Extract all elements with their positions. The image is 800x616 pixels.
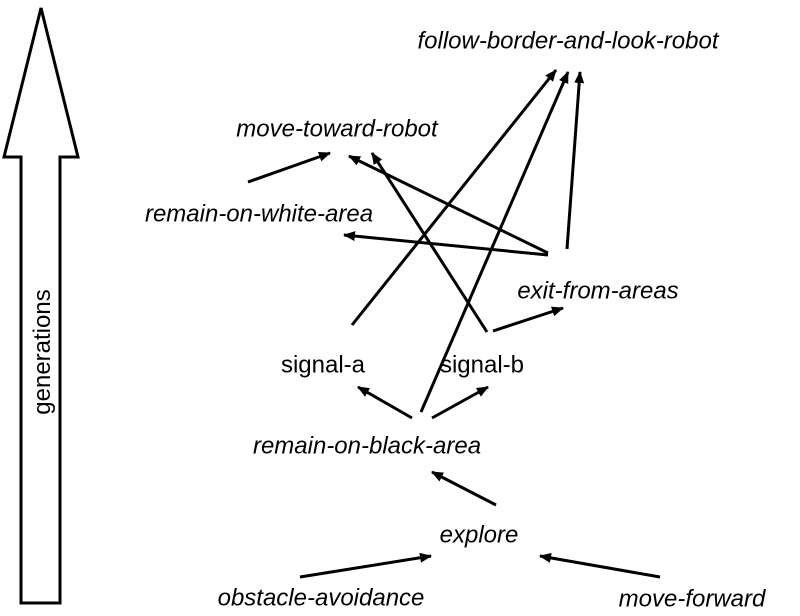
edge-efa-to-fbl bbox=[565, 71, 585, 250]
node-exp: explore bbox=[440, 521, 519, 548]
edge-rwa-to-mtr bbox=[247, 151, 331, 184]
node-mf: move-forward bbox=[619, 585, 766, 612]
edge-sb-to-efa bbox=[492, 306, 564, 333]
node-sa: signal-a bbox=[281, 351, 366, 378]
node-fbl: follow-border-and-look-robot bbox=[417, 27, 719, 54]
node-oa: obstacle-avoidance bbox=[218, 584, 425, 611]
nodes-layer: follow-border-and-look-robot move-toward-… bbox=[145, 27, 766, 612]
node-rwa: remain-on-white-area bbox=[145, 200, 373, 227]
edge-mf-to-exp bbox=[539, 552, 661, 579]
edge-rba-to-sb bbox=[431, 385, 489, 420]
edge-rba-to-fbl bbox=[419, 71, 570, 413]
edge-efa-to-rwa bbox=[343, 231, 549, 257]
node-sb: signal-b bbox=[440, 351, 524, 378]
node-efa: exit-from-areas bbox=[517, 277, 678, 304]
edge-rba-to-sa bbox=[357, 385, 413, 420]
edges-layer bbox=[247, 69, 661, 579]
edge-sa-to-fbl bbox=[350, 69, 558, 326]
node-rba: remain-on-black-area bbox=[253, 432, 481, 459]
edge-oa-to-exp bbox=[299, 552, 432, 579]
generations-arrow bbox=[2, 7, 80, 605]
edge-efa-to-mtr bbox=[348, 154, 549, 255]
node-mtr: move-toward-robot bbox=[236, 115, 439, 142]
generations-axis-label: generations bbox=[29, 289, 56, 414]
edge-exp-to-rba bbox=[431, 470, 497, 507]
